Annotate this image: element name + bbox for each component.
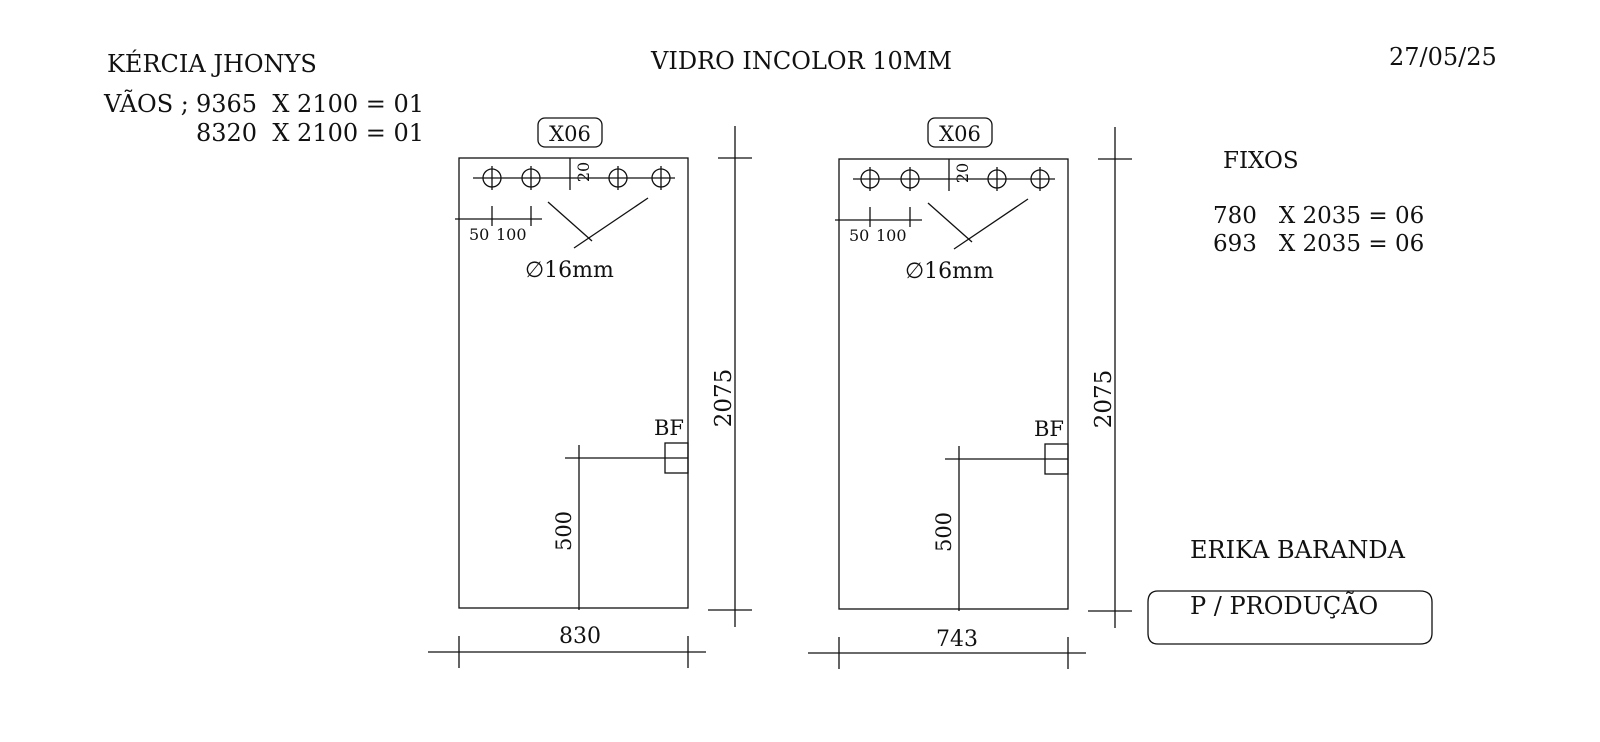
opening-line-1: 9365 X 2100 = 01 [196,90,425,118]
panel-2-hole-offset: 20 [953,163,972,183]
panel-1-spacing-b: 100 [496,225,527,244]
panel-2-width: 743 [936,627,978,652]
panel-2-tag-box [927,117,993,148]
fixed-line-2: 693 X 2035 = 06 [1213,231,1425,257]
client-name: KÉRCIA JHONYS [107,50,317,78]
panel-1-outline [458,157,689,609]
panel-1-height: 2075 [711,369,737,428]
panel-1-spacing-a: 50 [469,225,489,244]
panel-1-holes [482,166,671,190]
opening-line-2: 8320 X 2100 = 01 [196,119,425,147]
panel-2-labels: X06 20 50 100 ∅16mm BF 500 743 2075 [849,122,1117,652]
openings-label: VÃOS ; [104,90,189,118]
panel-2-handle-label: BF [1034,417,1064,441]
panel-1-tag: X06 [549,122,591,146]
panel-1-hole-label: ∅16mm [525,258,614,283]
panel-2-hole-label: ∅16mm [905,259,994,284]
panel-2-holes [860,167,1050,191]
production-stamp-label: P / PRODUÇÃO [1190,592,1379,620]
panel-1-tag-box [537,117,603,148]
panel-2-handle-height: 500 [932,512,956,552]
panel-1-hole-offset: 20 [574,162,593,182]
drawing-title: VIDRO INCOLOR 10MM [651,47,952,75]
fixed-label: FIXOS [1223,148,1299,174]
glass-panel-2 [808,117,1132,669]
panel-2-height: 2075 [1091,370,1117,429]
panel-2-spacing-b: 100 [876,226,907,245]
panel-1-width: 830 [559,624,601,649]
panel-2-spacing-a: 50 [849,226,869,245]
production-stamp-box [1147,590,1433,645]
panel-1-handle-label: BF [654,416,684,440]
fixed-line-1: 780 X 2035 = 06 [1213,203,1425,229]
footer-name: ERIKA BARANDA [1190,536,1405,564]
glass-panel-1 [428,117,752,668]
panel-2-outline [838,158,1069,610]
panel-2-tag: X06 [939,122,981,146]
drawing-date: 27/05/25 [1389,43,1497,71]
panel-1-handle-height: 500 [552,511,576,551]
panel-1-labels: X06 20 50 100 ∅16mm BF 500 830 2075 [469,122,737,649]
